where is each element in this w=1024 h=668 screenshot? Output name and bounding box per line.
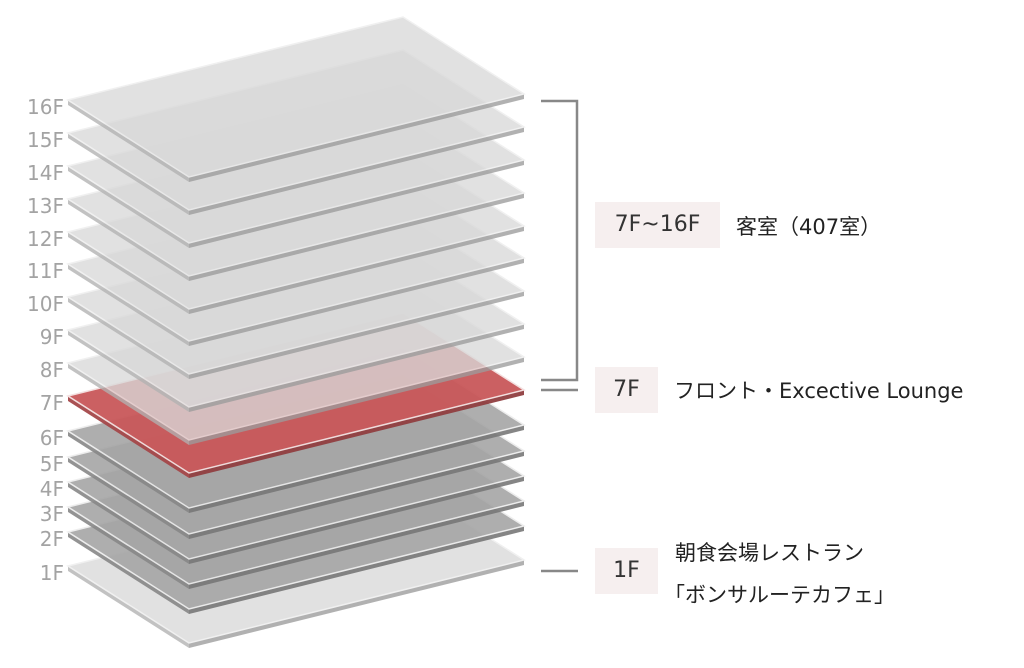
slab-front-edge [68,482,189,564]
slab-side-edge [189,193,524,281]
slab-front-edge [68,363,189,445]
slab-side-edge [189,425,524,513]
slab-front-edge [68,264,189,346]
slab-side-edge [189,476,524,564]
slab-front-edge [68,199,189,281]
slab-side-edge [189,390,524,478]
slab-side-edge [189,127,524,215]
floor-slabs [66,16,526,648]
slab-side-edge [189,94,524,182]
slab-front-edge [68,100,189,182]
floor-label-10f: 10F [27,292,64,316]
floor-label-13f: 13F [27,194,64,218]
floor-label-6f: 6F [39,426,64,450]
floor-label-9f: 9F [39,325,64,349]
front-floor-tag: 7F [595,367,658,413]
slab-front-edge [68,457,189,539]
slab-front-edge [68,297,189,379]
floor-label-2f: 2F [39,527,64,551]
floor-label-4f: 4F [39,477,64,501]
floor-label-12f: 12F [27,227,64,251]
floor-label-8f: 8F [39,358,64,382]
floor-label-14f: 14F [27,161,64,185]
floor-label-7f: 7F [39,391,64,415]
floor-label-3f: 3F [39,502,64,526]
floor-label-11f: 11F [27,259,64,283]
slab-front-edge [68,431,189,513]
slab-side-edge [189,324,524,412]
ground-floor-tag: 1F [595,548,658,594]
slab-front-edge [68,566,189,648]
callout-brackets [541,99,579,573]
slab-side-edge [189,160,524,248]
floor-slab-16f [66,16,526,182]
slab-side-edge [189,501,524,589]
slab-side-edge [189,357,524,445]
slab-front-edge [68,133,189,215]
floor-label-5f: 5F [39,452,64,476]
slab-front-edge [68,232,189,314]
slab-front-edge [68,532,189,614]
ground-description-line1: 朝食会場レストラン [675,541,864,565]
guest-rooms-description: 客室（407室） [736,215,882,239]
slab-front-edge [68,330,189,412]
guest-rooms-bracket [541,99,579,382]
floor-label-16f: 16F [27,95,64,119]
slab-side-edge [189,526,524,614]
slab-side-edge [189,560,524,648]
floor-label-15f: 15F [27,128,64,152]
slab-front-edge [68,507,189,589]
slab-front-edge [68,396,189,478]
slab-side-edge [189,258,524,346]
guest-rooms-floor-tag: 7F~16F [595,202,720,248]
floor-label-1f: 1F [39,561,64,585]
slab-front-edge [68,166,189,248]
slab-side-edge [189,291,524,379]
slab-side-edge [189,451,524,539]
slab-top-face [66,16,526,178]
ground-description-line2: 「ボンサルーテカフェ」 [664,583,895,607]
front-description: フロント・Excective Lounge [674,379,964,403]
slab-side-edge [189,226,524,314]
